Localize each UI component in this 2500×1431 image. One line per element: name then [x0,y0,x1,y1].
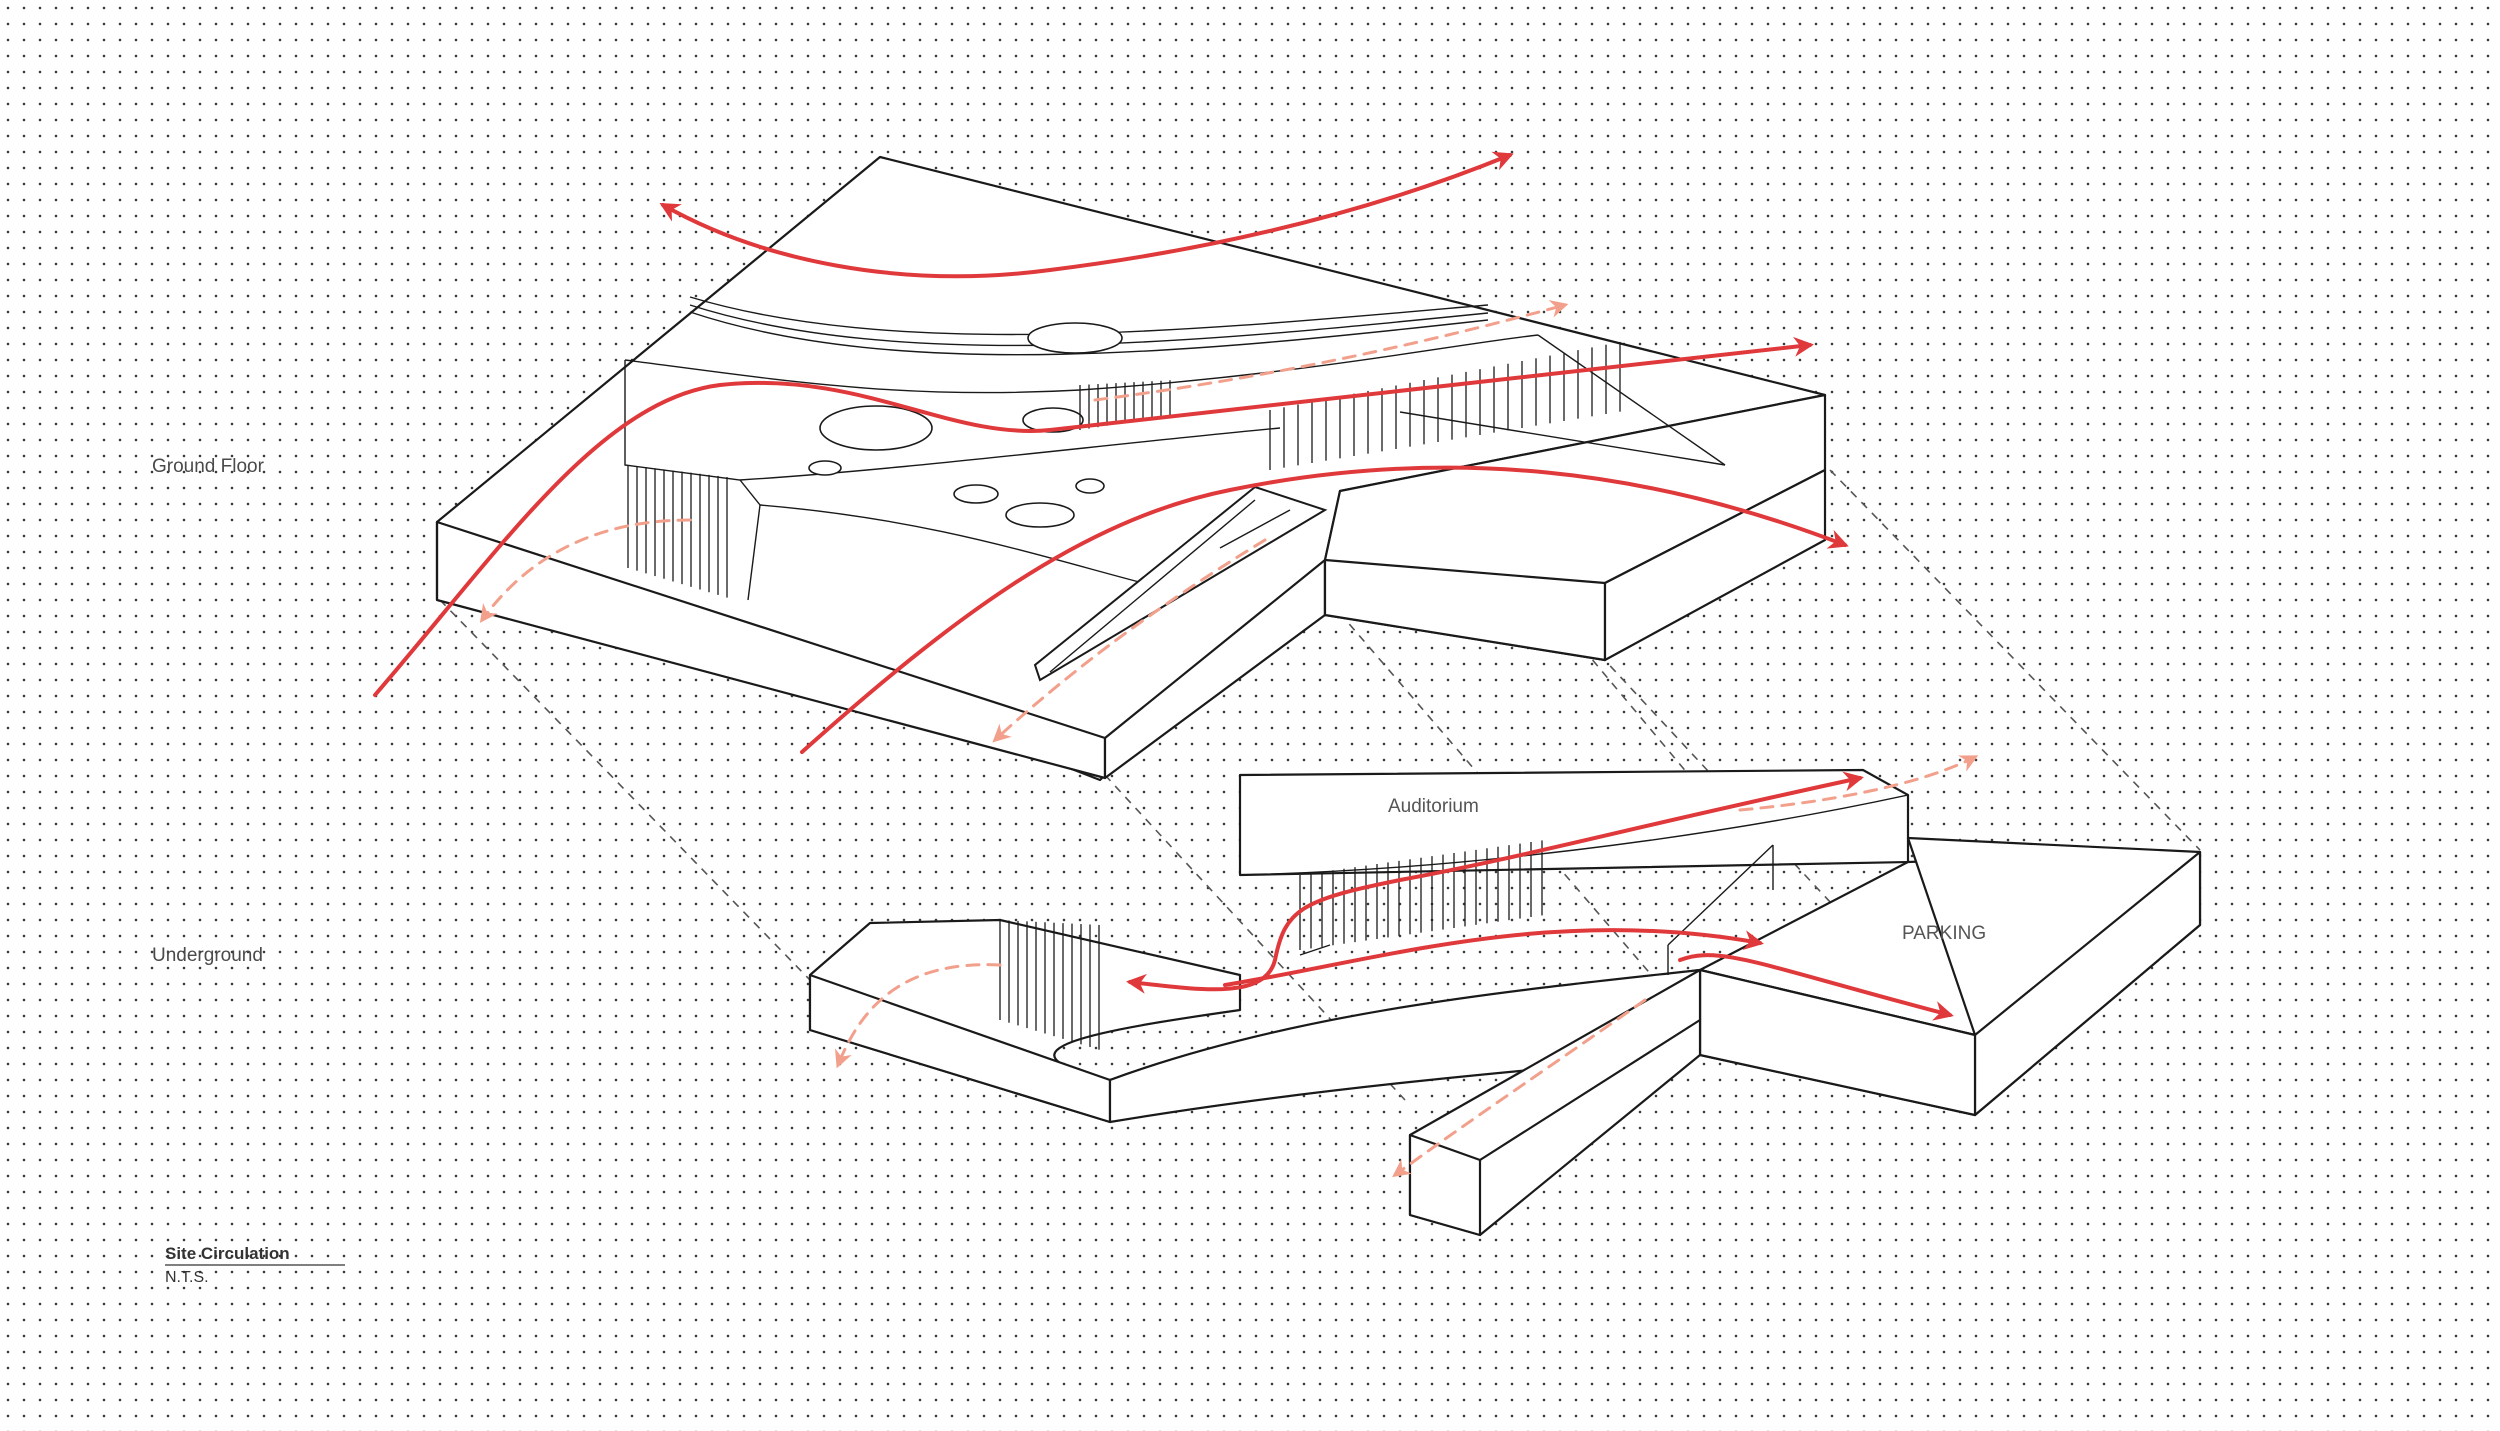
secondary-circulation-arrows [479,300,1979,1178]
drawing-scale: N.T.S. [165,1269,209,1286]
underground-label: Underground [152,945,263,966]
auditorium-label: Auditorium [1388,796,1479,817]
parking-label: PARKING [1902,923,1986,944]
title-block: Site Circulation N.T.S. [165,1244,345,1286]
ground-floor-details [624,296,1726,682]
drawing-title: Site Circulation [165,1244,290,1263]
ground-floor-block [435,155,1827,782]
ground-floor-label: Ground Floor [152,456,265,477]
primary-circulation-arrows [373,151,1954,1021]
